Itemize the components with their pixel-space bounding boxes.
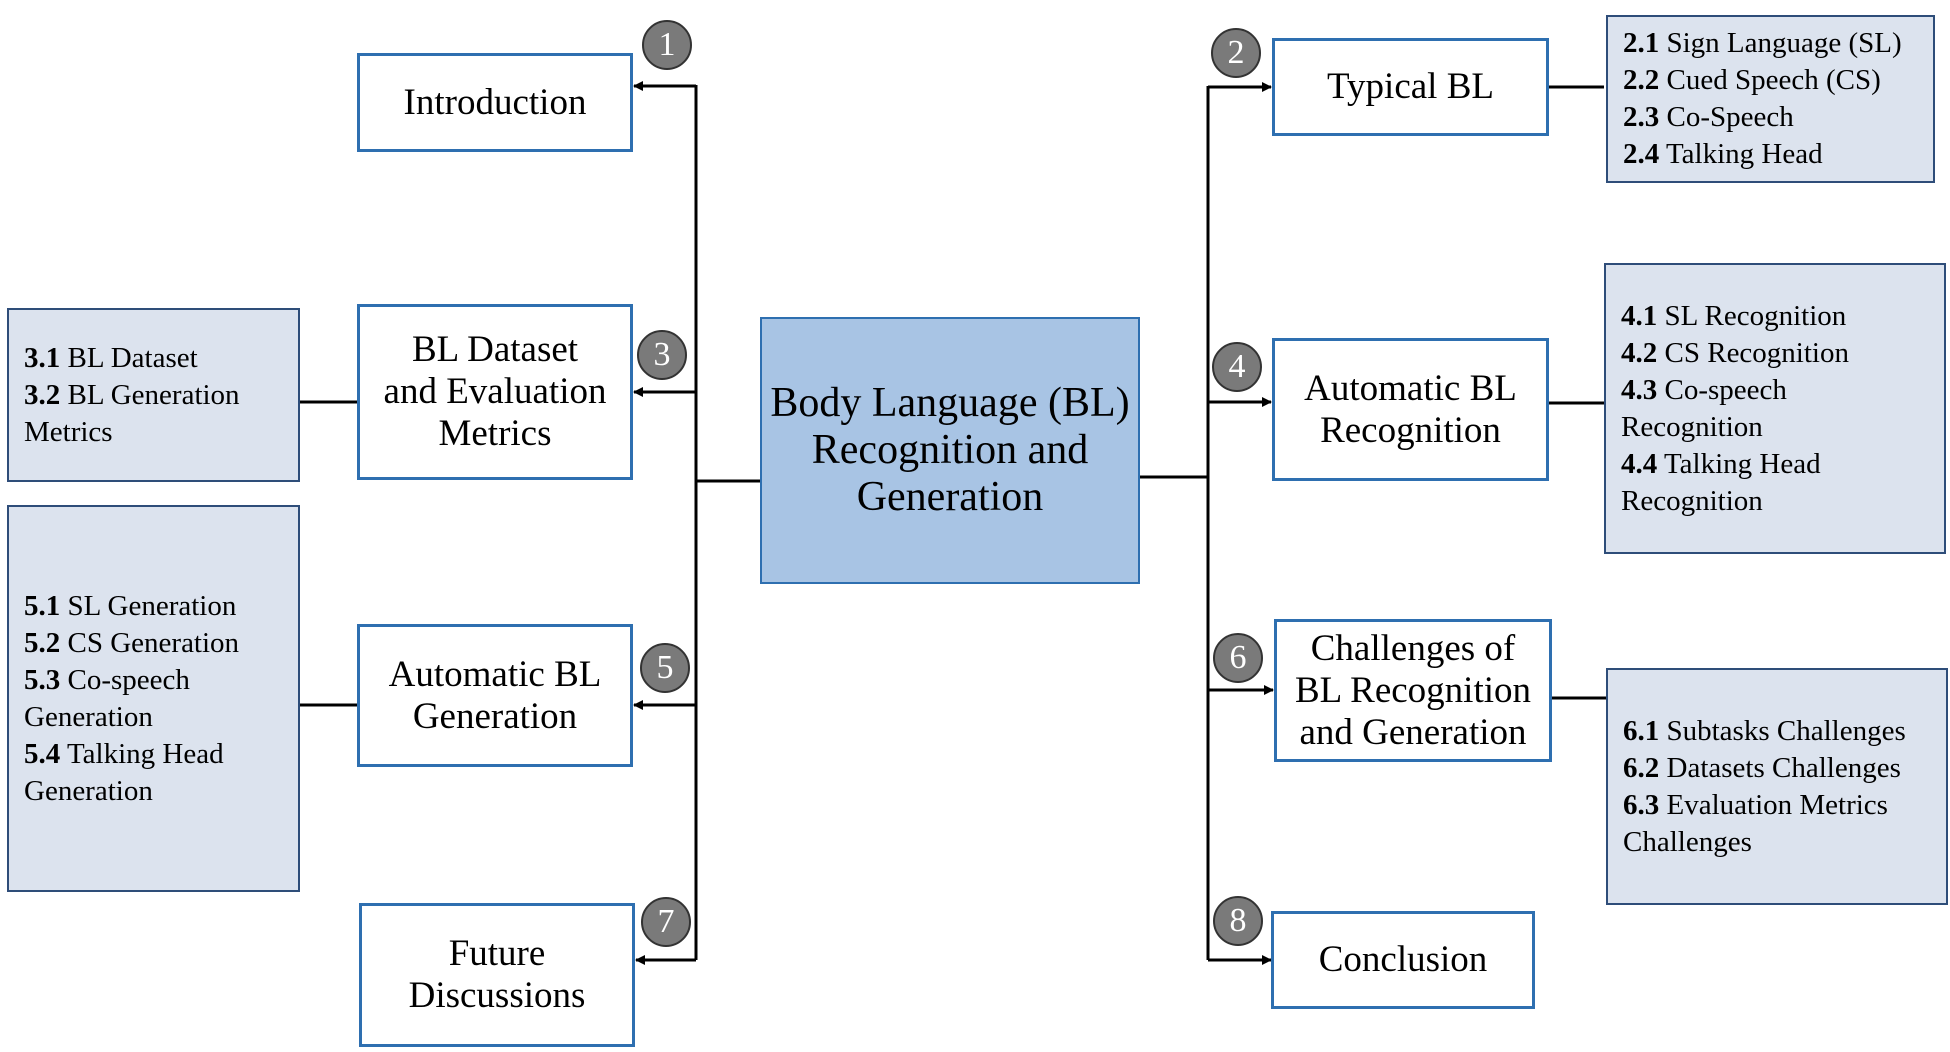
subsection-item: 5.2 CS Generation (24, 626, 240, 659)
section-number-badge-7: 7 (641, 897, 691, 947)
center-topic-line: Recognition and (811, 427, 1089, 473)
subsection-item: Metrics (24, 415, 113, 448)
section-number-badge-3: 3 (637, 330, 687, 380)
section-label: Metrics (438, 413, 552, 454)
subsections-recognition: 4.1 SL Recognition 4.2 CS Recognition 4.… (1604, 263, 1946, 554)
subsection-item: Recognition (1621, 410, 1763, 443)
section-label: Future (448, 933, 546, 974)
section-label: BL Recognition (1294, 669, 1532, 711)
subsection-item: 4.1 SL Recognition (1621, 299, 1847, 332)
subsection-item: 6.2 Datasets Challenges (1623, 751, 1901, 784)
section-number-badge-2: 2 (1211, 28, 1261, 78)
subsection-item: 3.2 BL Generation (24, 378, 240, 411)
section-generation: Automatic BL Generation (357, 624, 633, 767)
section-introduction: Introduction (357, 53, 633, 152)
section-label: and Evaluation (383, 371, 607, 412)
section-number-badge-6: 6 (1213, 633, 1263, 683)
center-topic-box: Body Language (BL) Recognition and Gener… (760, 317, 1140, 584)
section-label: Automatic BL (1304, 367, 1517, 409)
section-number-badge-4: 4 (1212, 342, 1262, 392)
section-typical-bl: Typical BL (1272, 38, 1549, 136)
section-label: and Generation (1299, 711, 1527, 753)
subsection-item: Generation (24, 700, 153, 733)
section-dataset: BL Dataset and Evaluation Metrics (357, 304, 633, 480)
subsection-item: 5.1 SL Generation (24, 589, 237, 622)
subsections-dataset: 3.1 BL Dataset 3.2 BL Generation Metrics (7, 308, 300, 482)
subsection-item: 5.4 Talking Head (24, 737, 224, 770)
subsection-item: Generation (24, 774, 153, 807)
section-label: Typical BL (1327, 66, 1494, 107)
subsection-item: 4.4 Talking Head (1621, 447, 1821, 480)
section-conclusion: Conclusion (1271, 911, 1535, 1009)
section-recognition: Automatic BL Recognition (1272, 338, 1549, 481)
section-label: Automatic BL (388, 653, 602, 695)
subsection-item: 3.1 BL Dataset (24, 341, 198, 374)
subsection-item: 2.2 Cued Speech (CS) (1623, 64, 1881, 96)
subsection-item: 6.3 Evaluation Metrics (1623, 788, 1888, 821)
section-label: Challenges of (1310, 627, 1516, 669)
subsection-item: 2.1 Sign Language (SL) (1623, 27, 1902, 59)
section-number-badge-1: 1 (642, 20, 692, 70)
subsection-item: 5.3 Co-speech (24, 663, 190, 696)
section-number-badge-5: 5 (640, 643, 690, 693)
subsections-challenges: 6.1 Subtasks Challenges 6.2 Datasets Cha… (1606, 668, 1948, 905)
subsection-item: 4.3 Co-speech (1621, 373, 1787, 406)
center-topic-line: Generation (856, 474, 1044, 520)
subsections-typical-bl: 2.1 Sign Language (SL) 2.2 Cued Speech (… (1606, 15, 1935, 183)
subsection-item: 6.1 Subtasks Challenges (1623, 714, 1906, 747)
subsection-item: Challenges (1623, 825, 1752, 858)
subsection-item: 4.2 CS Recognition (1621, 336, 1849, 369)
section-label: Recognition (1320, 409, 1501, 451)
subsection-item: Recognition (1621, 484, 1763, 517)
section-label: Generation (412, 695, 578, 737)
section-label: Introduction (403, 81, 587, 123)
section-label: Conclusion (1318, 939, 1488, 980)
section-challenges: Challenges of BL Recognition and Generat… (1274, 619, 1552, 762)
center-topic-line: Body Language (BL) (770, 380, 1130, 426)
subsection-item: 2.4 Talking Head (1623, 138, 1823, 170)
subsections-generation: 5.1 SL Generation 5.2 CS Generation 5.3 … (7, 505, 300, 892)
section-label: Discussions (408, 975, 586, 1016)
section-future: Future Discussions (359, 903, 635, 1047)
section-number-badge-8: 8 (1213, 896, 1263, 946)
section-label: BL Dataset (411, 329, 579, 370)
subsection-item: 2.3 Co-Speech (1623, 101, 1794, 133)
